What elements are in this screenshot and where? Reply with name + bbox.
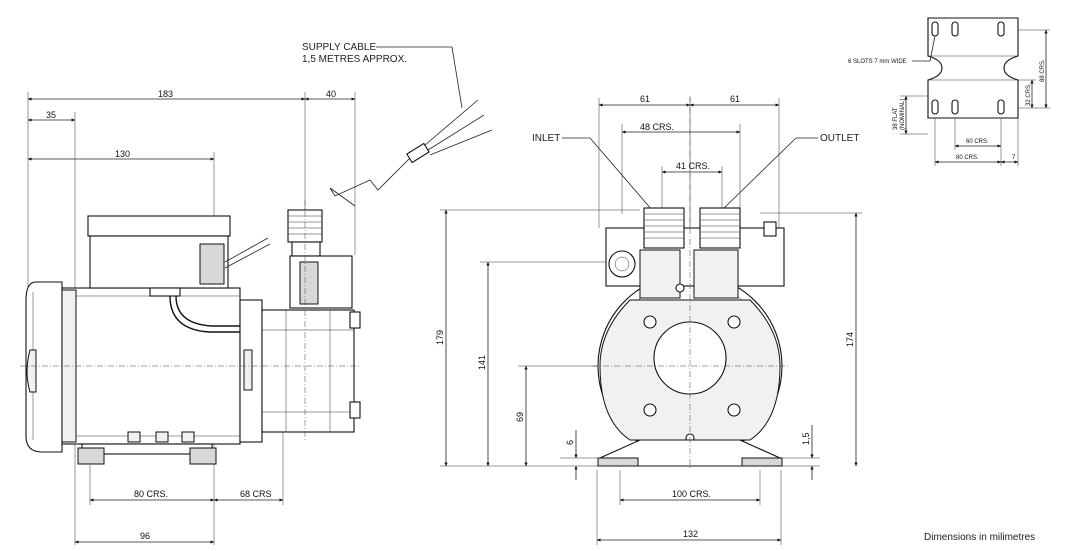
supply-cable-label: SUPPLY CABLE xyxy=(302,42,376,53)
dim-174: 174 xyxy=(845,332,855,347)
dim-100crs: 100 CRS. xyxy=(672,489,711,499)
dim-40: 40 xyxy=(326,89,336,99)
dim-88crs: 88 CRS. xyxy=(1040,59,1046,82)
supply-cable-length: 1,5 METRES APPROX. xyxy=(302,54,407,65)
dim-32crs: 32 CRS. xyxy=(1026,83,1032,106)
dim-48crs: 48 CRS. xyxy=(640,122,674,132)
footer-note: Dimensions in milimetres xyxy=(924,532,1035,543)
dim-130: 130 xyxy=(115,149,130,159)
dim-179: 179 xyxy=(435,330,445,345)
dim-80crs-side: 80 CRS. xyxy=(134,489,168,499)
dim-96: 96 xyxy=(140,531,150,541)
dim-61-right: 61 xyxy=(730,94,740,104)
dim-41crs: 41 CRS. xyxy=(676,161,710,171)
dim-1-5: 1,5 xyxy=(801,432,811,445)
dim-7: 7 xyxy=(1012,155,1016,161)
dim-183: 183 xyxy=(158,89,173,99)
outlet-label: OUTLET xyxy=(820,133,859,144)
dim-35: 35 xyxy=(46,110,56,120)
dim-60crs: 60 CRS. xyxy=(966,139,989,145)
slots-label: 6 SLOTS 7 mm WIDE xyxy=(848,59,907,65)
dim-69: 69 xyxy=(515,412,525,422)
dim-141: 141 xyxy=(477,355,487,370)
foot-plan-view: 6 SLOTS 7 mm WIDE 88 CRS. 32 CRS. 38 FLA… xyxy=(848,17,1050,166)
inlet-label: INLET xyxy=(532,133,560,144)
dim-80crs-plan: 80 CRS. xyxy=(956,155,979,161)
side-view: 183 40 35 130 80 CRS. 68 CRS 96 xyxy=(20,42,493,545)
front-view: 61 61 48 CRS. 41 CRS. 179 141 69 6 174 1… xyxy=(435,94,862,545)
dim-61-left: 61 xyxy=(640,94,650,104)
dim-132: 132 xyxy=(683,529,698,539)
dim-6: 6 xyxy=(565,440,575,445)
dim-68crs: 68 CRS xyxy=(240,489,272,499)
flat-label-2: (NOMINAL) xyxy=(900,99,906,130)
flat-label-1: 38 FLAT xyxy=(893,107,899,130)
